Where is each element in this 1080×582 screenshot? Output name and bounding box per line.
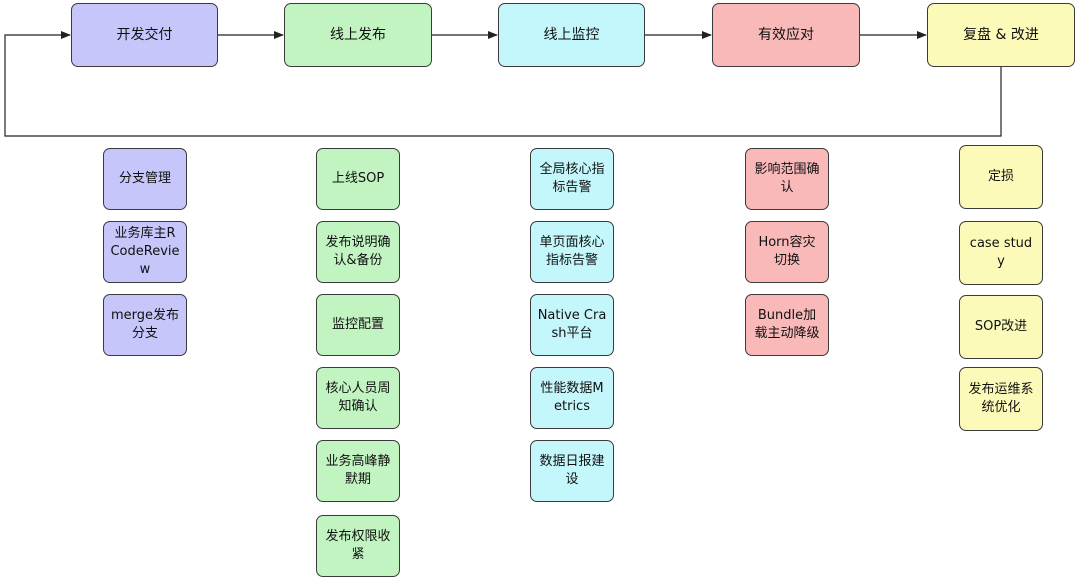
task-review-3: SOP改进 <box>959 295 1043 359</box>
task-release-6: 发布权限收紧 <box>316 515 400 577</box>
task-label: 业务高峰静默期 <box>325 454 391 487</box>
task-dev-3: merge发布分支 <box>103 294 187 356</box>
task-review-4: 发布运维系统优化 <box>959 367 1043 431</box>
task-label: SOP改进 <box>974 319 1028 334</box>
task-label: 影响范围确认 <box>754 162 820 195</box>
stage-online-monitor: 线上监控 <box>498 3 645 67</box>
task-dev-2: 业务库主R CodeReview <box>103 221 187 283</box>
stage-effective-response: 有效应对 <box>712 3 860 67</box>
task-label: Native Crash平台 <box>537 308 607 341</box>
task-label: case study <box>969 236 1033 269</box>
task-dev-1: 分支管理 <box>103 148 187 210</box>
task-label: Horn容灾切换 <box>758 235 816 268</box>
task-release-3: 监控配置 <box>316 294 400 356</box>
task-release-2: 发布说明确认&备份 <box>316 221 400 283</box>
task-release-4: 核心人员周知确认 <box>316 367 400 429</box>
task-label: 发布权限收紧 <box>325 529 391 562</box>
task-monitor-2: 单页面核心指标告警 <box>530 221 614 283</box>
task-release-5: 业务高峰静默期 <box>316 440 400 502</box>
stage-label: 线上发布 <box>330 27 386 43</box>
task-label: 上线SOP <box>331 171 385 186</box>
task-label: 定损 <box>987 169 1014 184</box>
task-label: 单页面核心指标告警 <box>539 235 605 268</box>
task-response-2: Horn容灾切换 <box>745 221 829 283</box>
task-monitor-5: 数据日报建设 <box>530 440 614 502</box>
task-response-1: 影响范围确认 <box>745 148 829 210</box>
task-review-1: 定损 <box>959 145 1043 209</box>
task-review-2: case study <box>959 221 1043 285</box>
task-label: 性能数据Metrics <box>540 381 604 414</box>
feedback-loop-arrow <box>4 31 1002 137</box>
stage-label: 复盘 & 改进 <box>963 27 1039 43</box>
task-label: 分支管理 <box>118 171 171 186</box>
task-label: 全局核心指标告警 <box>539 162 605 195</box>
task-label: 发布说明确认&备份 <box>325 235 391 268</box>
stage-review-improve: 复盘 & 改进 <box>927 3 1075 67</box>
task-label: merge发布分支 <box>110 308 180 341</box>
task-label: 数据日报建设 <box>539 454 605 487</box>
stage-label: 线上监控 <box>543 27 600 43</box>
stage-dev-delivery: 开发交付 <box>71 3 218 67</box>
task-response-3: Bundle加载主动降级 <box>745 294 829 356</box>
task-monitor-1: 全局核心指标告警 <box>530 148 614 210</box>
task-monitor-3: Native Crash平台 <box>530 294 614 356</box>
stage-label: 有效应对 <box>758 27 814 43</box>
task-label: Bundle加载主动降级 <box>754 308 820 341</box>
stage-label: 开发交付 <box>116 27 173 43</box>
task-label: 发布运维系统优化 <box>968 382 1034 415</box>
stage-online-release: 线上发布 <box>284 3 432 67</box>
task-monitor-4: 性能数据Metrics <box>530 367 614 429</box>
task-release-1: 上线SOP <box>316 148 400 210</box>
task-label: 监控配置 <box>331 317 384 332</box>
task-label: 业务库主R CodeReview <box>110 226 180 277</box>
task-label: 核心人员周知确认 <box>325 381 391 414</box>
